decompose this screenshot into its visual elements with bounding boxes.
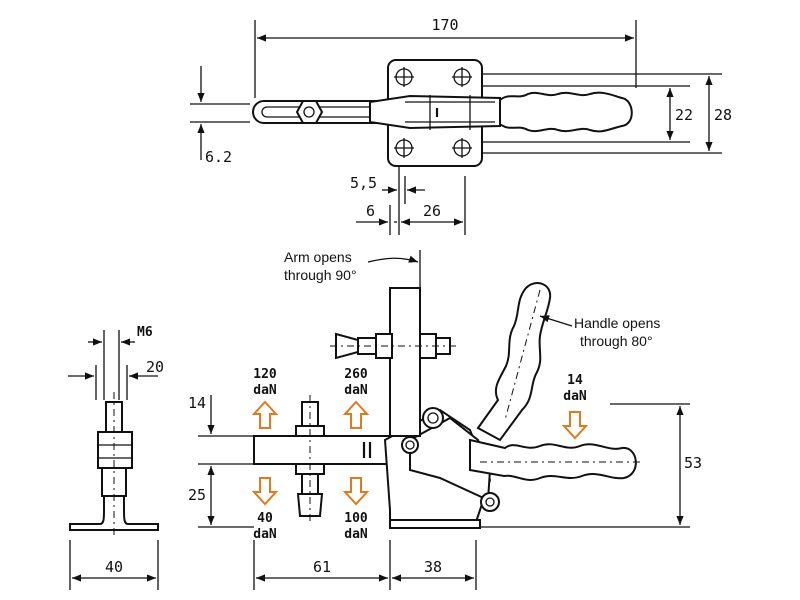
dim-61: 61 xyxy=(313,558,331,576)
force-14: 14 xyxy=(567,373,583,388)
force-40: 40 xyxy=(257,511,273,526)
open-arm xyxy=(389,287,421,437)
dim-53: 53 xyxy=(684,454,702,472)
force-down-arrow-icon xyxy=(342,477,370,506)
force-260: 260 xyxy=(344,367,368,382)
top-nut-icon xyxy=(295,100,324,124)
dim-6-2: 6.2 xyxy=(205,148,232,166)
front-base-plate xyxy=(389,519,481,529)
arm-opens-label-line1: Arm opens xyxy=(284,249,352,265)
dim-38: 38 xyxy=(424,558,442,576)
top-view: 170 22 28 xyxy=(190,16,732,235)
dim-22: 22 xyxy=(675,106,693,124)
dim-170: 170 xyxy=(431,16,458,34)
rubber-spindle-tip xyxy=(296,493,324,517)
force-annotations: 120 daN 260 daN 40 daN 100 daN 14 daN xyxy=(251,367,589,542)
arm-opens-label-line2: through 90° xyxy=(284,267,357,283)
mount-hole-icon xyxy=(394,67,472,158)
pivot-icon xyxy=(422,407,444,429)
force-14-unit: daN xyxy=(563,389,587,404)
end-view: M6 20 40 xyxy=(68,325,164,590)
force-down-arrow-icon xyxy=(251,477,279,506)
handle-opens-label-line1: Handle opens xyxy=(574,315,660,331)
force-120: 120 xyxy=(253,367,277,382)
force-120-unit: daN xyxy=(253,383,277,398)
force-260-unit: daN xyxy=(344,383,368,398)
force-down-arrow-icon xyxy=(561,411,589,440)
pivot-icon xyxy=(480,492,500,512)
dim-5-5: 5,5 xyxy=(350,174,377,192)
force-up-arrow-icon xyxy=(342,400,370,429)
handle-opens-label-line2: through 80° xyxy=(580,333,653,349)
dim-6: 6 xyxy=(366,202,375,220)
open-handle xyxy=(476,282,552,442)
front-view: 14 25 xyxy=(188,249,702,590)
front-arm-bar xyxy=(253,435,395,465)
top-handle-grip xyxy=(499,91,633,133)
dim-26: 26 xyxy=(423,202,441,220)
front-handle xyxy=(469,438,637,481)
dim-20: 20 xyxy=(146,358,164,376)
dim-14: 14 xyxy=(188,394,206,412)
dim-28: 28 xyxy=(714,106,732,124)
dim-25: 25 xyxy=(188,486,206,504)
force-100-unit: daN xyxy=(344,527,368,542)
force-40-unit: daN xyxy=(253,527,277,542)
force-up-arrow-icon xyxy=(251,400,279,429)
dim-m6: M6 xyxy=(137,325,153,340)
dim-40: 40 xyxy=(105,558,123,576)
force-100: 100 xyxy=(344,511,368,526)
pivot-icon xyxy=(401,436,419,454)
